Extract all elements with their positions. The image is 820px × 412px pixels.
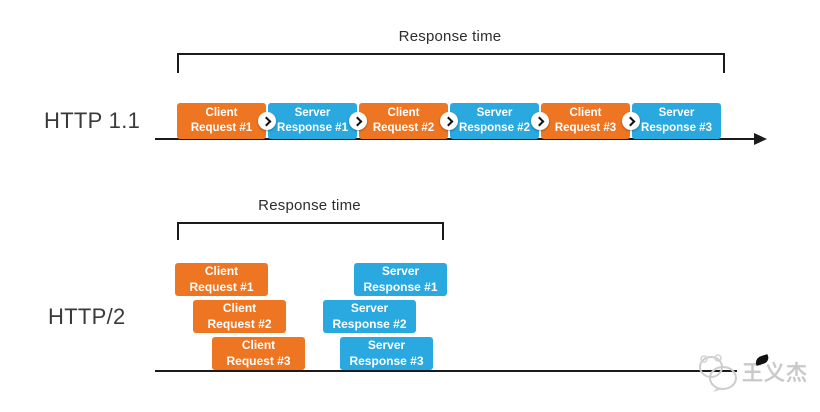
box-line2: Request #2 [207, 316, 272, 331]
box-line2: Response #3 [641, 122, 712, 134]
chevron-right-icon [622, 112, 640, 130]
chevron-right-icon [258, 112, 276, 130]
http2-timeline [155, 370, 737, 372]
http11-server-response-3: Server Response #3 [632, 103, 721, 139]
box-line1: Server [476, 107, 513, 120]
box-line2: Response #3 [349, 353, 424, 368]
box-line2: Response #2 [459, 122, 530, 134]
http11-server-response-2: Server Response #2 [450, 103, 539, 139]
chevron-right-icon [349, 112, 367, 130]
http11-timeline-arrowhead-icon [754, 133, 767, 145]
http2-server-response-3: Server Response #3 [340, 337, 433, 370]
http11-label: HTTP 1.1 [44, 108, 141, 133]
chevron-right-icon [531, 112, 549, 130]
box-line2: Request #3 [226, 353, 291, 368]
box-line2: Response #1 [277, 122, 348, 134]
http11-server-response-1: Server Response #1 [268, 103, 357, 139]
watermark-logo-icon [699, 354, 737, 392]
box-line2: Request #1 [190, 122, 253, 134]
box-line1: Server [381, 263, 420, 278]
watermark-text: 王义杰 [742, 362, 808, 385]
box-line1: Client [204, 263, 239, 278]
box-line2: Request #1 [189, 279, 254, 294]
box-line1: Client [205, 107, 238, 120]
box-line1: Server [350, 300, 389, 315]
http2-client-request-3: Client Request #3 [212, 337, 305, 370]
http11-client-request-1: Client Request #1 [177, 103, 266, 139]
http11-timeline [155, 138, 756, 140]
box-line1: Server [658, 107, 695, 120]
chevron-right-icon [440, 112, 458, 130]
http2-server-response-2: Server Response #2 [323, 300, 416, 333]
box-line1: Client [387, 107, 420, 120]
http11-response-time-label: Response time [398, 28, 502, 45]
box-line2: Request #2 [372, 122, 435, 134]
box-line2: Response #2 [332, 316, 407, 331]
http11-client-request-3: Client Request #3 [541, 103, 630, 139]
watermark: 王义杰 [697, 352, 808, 392]
box-line1: Client [222, 300, 257, 315]
http2-client-request-1: Client Request #1 [175, 263, 268, 296]
box-line1: Server [367, 337, 406, 352]
box-line1: Client [569, 107, 602, 120]
box-line1: Client [241, 337, 276, 352]
http2-client-request-2: Client Request #2 [193, 300, 286, 333]
box-line2: Request #3 [554, 122, 617, 134]
http11-client-request-2: Client Request #2 [359, 103, 448, 139]
http2-server-response-1: Server Response #1 [354, 263, 447, 296]
box-line1: Server [294, 107, 331, 120]
box-line2: Response #1 [363, 279, 438, 294]
http2-label: HTTP/2 [48, 304, 126, 329]
http11-response-time-bracket [177, 53, 725, 73]
http2-response-time-label: Response time [258, 197, 361, 214]
http2-response-time-bracket [177, 222, 444, 240]
